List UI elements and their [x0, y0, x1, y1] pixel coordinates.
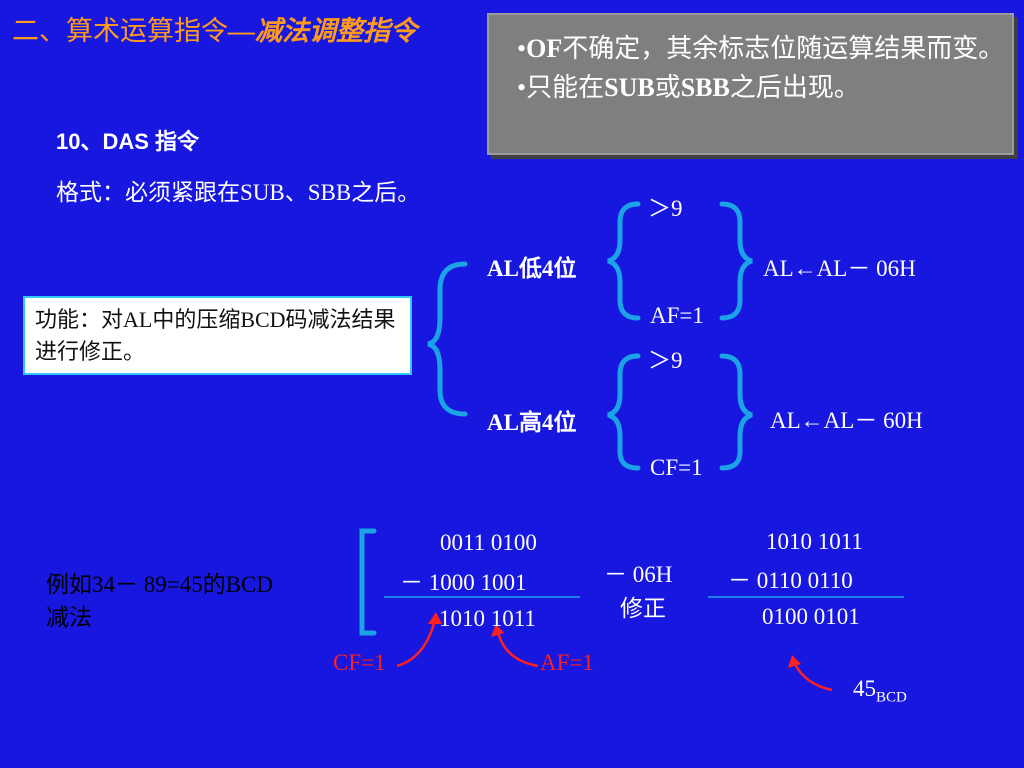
cf-arrow — [396, 619, 437, 668]
title-main: 二、算术运算指令 — [12, 16, 228, 46]
low-cond-af: AF=1 — [650, 303, 704, 328]
high-left-brace — [607, 353, 641, 471]
title-sub: —减法调整指令 — [228, 16, 417, 46]
af-flag-label: AF=1 — [540, 650, 594, 675]
format-text: 格式：必须紧跟在SUB、SBB之后。 — [56, 180, 421, 205]
function-box: 功能：对AL中的压缩BCD码减法结果进行修正。 — [23, 296, 412, 375]
high-action: AL←AL－ 60H — [770, 408, 923, 433]
fix-label-line2: 修正 — [620, 596, 666, 621]
cf-flag-label: CF=1 — [333, 650, 386, 675]
example-caption-line1: 例如34－ 89=45的BCD — [46, 572, 274, 597]
result-arrow — [792, 661, 833, 692]
high-right-brace — [719, 353, 753, 471]
final-subscript: BCD — [876, 689, 907, 706]
fix-label-line1: － 06H — [604, 562, 673, 587]
final-value: 45 — [853, 676, 876, 701]
final-result: 45BCD — [853, 676, 907, 707]
example-caption-line2: 减法 — [46, 605, 92, 630]
low-cond-gt9: ＞9 — [648, 196, 683, 221]
af-arrow — [496, 631, 539, 668]
slide-title: 二、算术运算指令—减法调整指令 — [12, 14, 482, 48]
low-nibble-label: AL低4位 — [487, 256, 577, 281]
note-line-1: •OF不确定，其余标志位随运算结果而变。 — [517, 34, 1005, 63]
low-left-brace — [607, 201, 641, 321]
low-action: AL←AL－ 06H — [763, 256, 916, 281]
note-box: •OF不确定，其余标志位随运算结果而变。 •只能在SUB或SBB之后出现。 — [487, 13, 1014, 155]
result-arrowhead — [788, 655, 801, 668]
high-cond-gt9: ＞9 — [648, 348, 683, 373]
example-bracket — [359, 528, 377, 636]
section-heading: 10、DAS 指令 — [56, 129, 200, 154]
af-arrowhead — [491, 624, 504, 637]
main-left-brace — [427, 261, 468, 417]
high-cond-cf: CF=1 — [650, 455, 703, 480]
step2-operand1: 1010 1011 — [766, 529, 863, 554]
step1-result: 1010 1011 — [439, 606, 536, 631]
step2-operand2: － 0110 0110 — [728, 568, 853, 593]
high-nibble-label: AL高4位 — [487, 410, 577, 435]
step1-operand1: 0011 0100 — [440, 530, 537, 555]
note-line-2: •只能在SUB或SBB之后出现。 — [517, 73, 860, 102]
low-right-brace — [719, 201, 753, 321]
cf-arrowhead — [428, 612, 442, 624]
step2-result: 0100 0101 — [762, 604, 860, 629]
step1-operand2: － 1000 1001 — [400, 570, 527, 595]
